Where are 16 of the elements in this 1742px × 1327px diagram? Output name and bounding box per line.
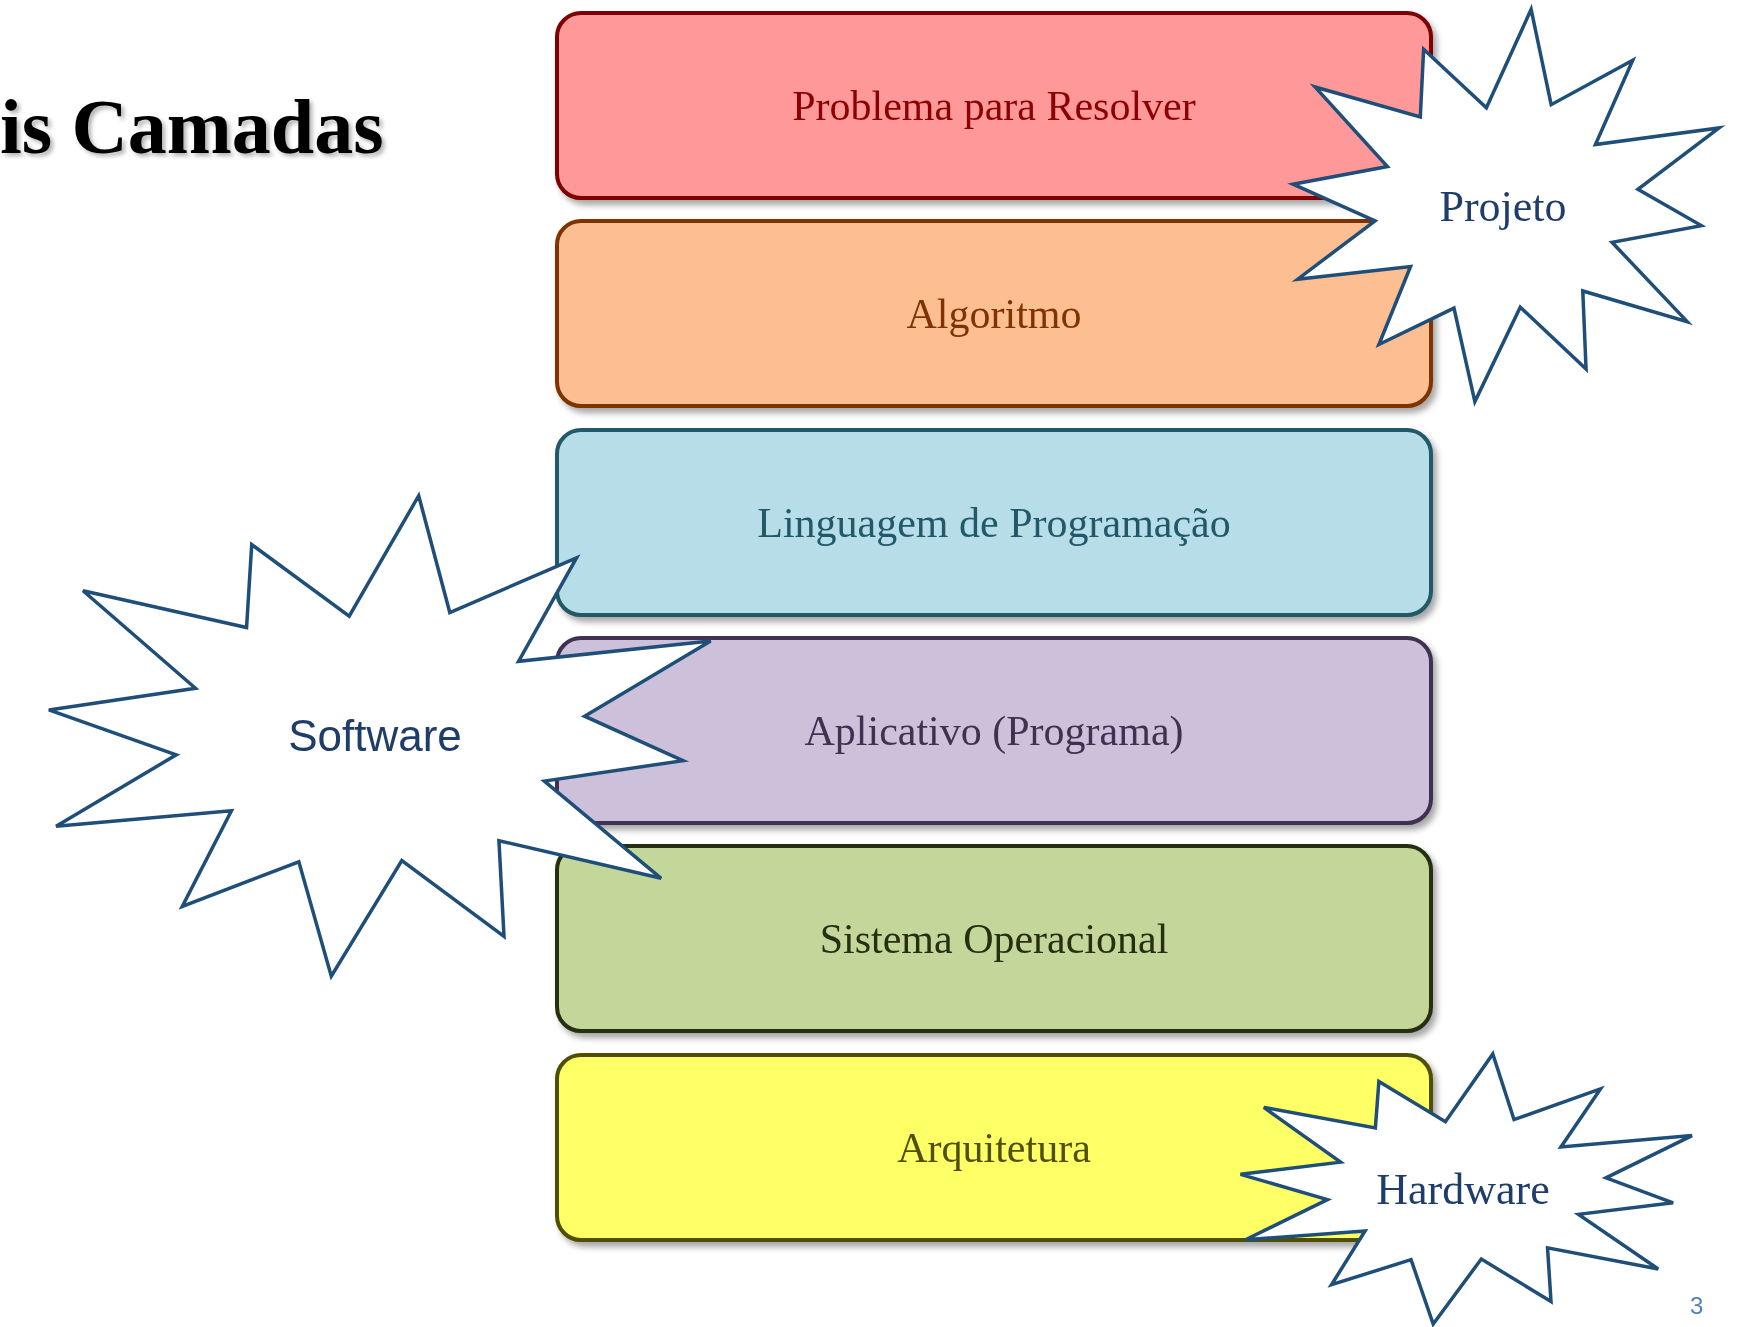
layer-label: Aplicativo (Programa) (804, 706, 1184, 755)
layer-label: Linguagem de Programação (757, 498, 1231, 547)
layer-box (555, 636, 1433, 825)
slide-title: is Camadas (0, 82, 384, 172)
layer-label: Problema para Resolver (792, 81, 1196, 130)
layer-label: Sistema Operacional (819, 914, 1169, 963)
layer-box (555, 11, 1433, 200)
starburst-label: Projeto (1439, 180, 1567, 231)
layer-box (555, 844, 1433, 1033)
layer-box (555, 219, 1433, 408)
layer-label: Algoritmo (906, 289, 1082, 338)
page-number: 3 (1690, 1292, 1704, 1320)
layer-box (555, 428, 1433, 617)
layer-label: Arquitetura (897, 1123, 1091, 1172)
starburst-label: Software (288, 711, 462, 761)
starburst-label: Hardware (1376, 1163, 1550, 1215)
